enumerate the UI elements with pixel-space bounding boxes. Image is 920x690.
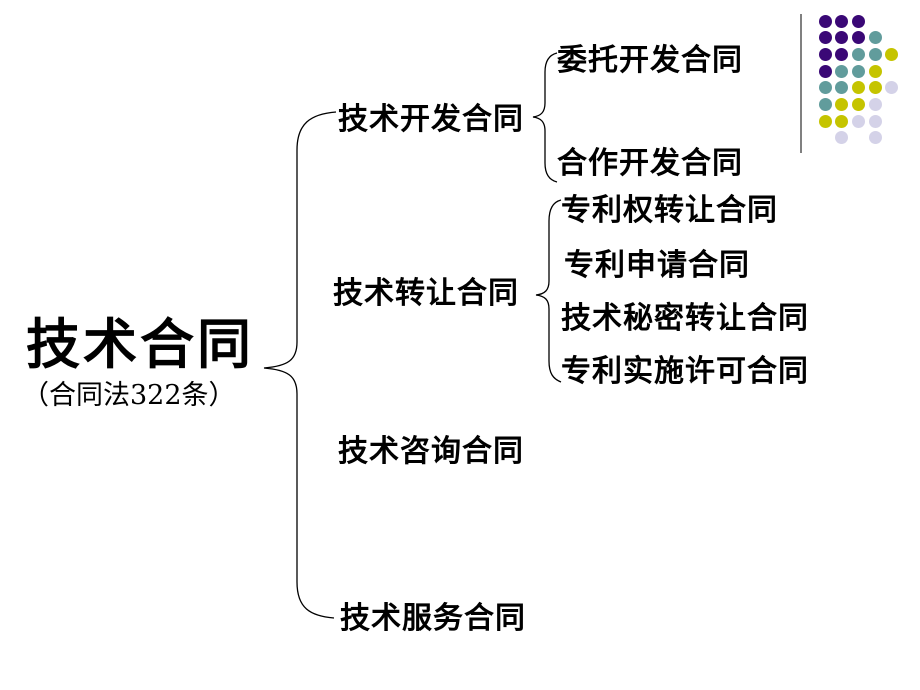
leaf-patent-license-contract: 专利实施许可合同: [561, 354, 809, 389]
dot-purple: [835, 47, 849, 61]
brace-development-children: [532, 52, 558, 183]
dot-lavender: [835, 131, 849, 145]
node-tech-transfer-contract: 技术转让合同: [333, 276, 519, 311]
dot-teal: [851, 47, 865, 61]
brace-root: [263, 111, 337, 619]
dot-yellow: [868, 81, 882, 95]
dot-purple: [818, 14, 832, 28]
dot-lavender: [868, 98, 882, 111]
leaf-commissioned-development-contract: 委托开发合同: [557, 43, 743, 78]
dot-purple: [818, 64, 832, 78]
leaf-cooperative-development-contract: 合作开发合同: [557, 146, 743, 181]
dot-lavender: [868, 114, 882, 128]
dot-purple: [818, 47, 832, 61]
dot-yellow: [835, 114, 849, 128]
dot-teal: [835, 81, 849, 95]
node-tech-consulting-contract: 技术咨询合同: [338, 434, 524, 469]
root-node-title: 技术合同: [26, 312, 254, 376]
dot-purple: [851, 14, 865, 28]
root-node-subtitle: （合同法322条）: [22, 380, 236, 411]
dot-teal: [868, 31, 882, 45]
dot-yellow: [851, 98, 865, 111]
decoration-vertical-rule: [800, 14, 802, 153]
leaf-tech-secret-transfer-contract: 技术秘密转让合同: [561, 301, 809, 336]
dot-purple: [835, 31, 849, 45]
dot-teal: [868, 47, 882, 61]
dot-yellow: [835, 98, 849, 111]
dot-yellow: [818, 114, 832, 128]
dot-lavender: [885, 81, 899, 95]
leaf-patent-application-contract: 专利申请合同: [564, 248, 750, 283]
dot-lavender: [868, 131, 882, 145]
node-tech-development-contract: 技术开发合同: [338, 102, 524, 137]
dot-purple: [818, 31, 832, 45]
dot-purple: [851, 31, 865, 45]
node-tech-service-contract: 技术服务合同: [340, 601, 526, 636]
brace-transfer-children: [535, 199, 562, 383]
dot-lavender: [851, 114, 865, 128]
dot-teal: [818, 98, 832, 111]
dot-yellow: [885, 47, 899, 61]
dot-yellow: [868, 64, 882, 78]
dot-purple: [835, 14, 849, 28]
dot-teal: [835, 64, 849, 78]
dot-teal: [818, 81, 832, 95]
leaf-patent-right-transfer-contract: 专利权转让合同: [561, 193, 778, 228]
dot-teal: [851, 64, 865, 78]
dot-yellow: [851, 81, 865, 95]
